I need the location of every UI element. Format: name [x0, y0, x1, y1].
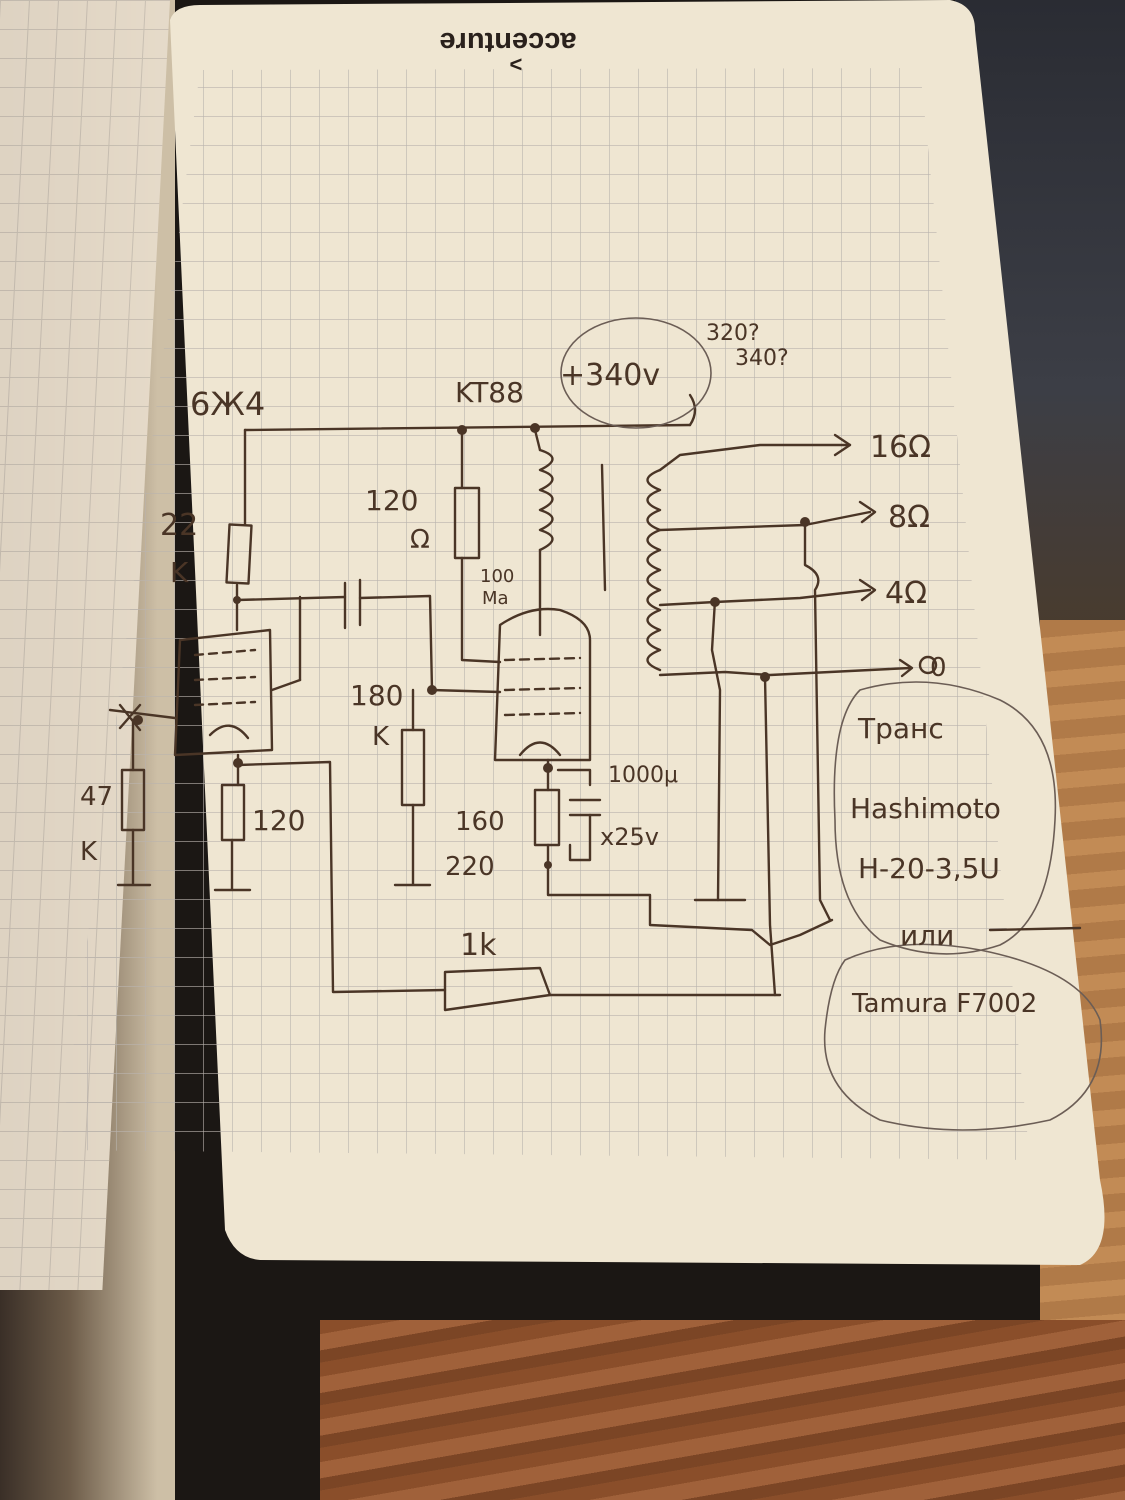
- label-r220: 220: [445, 852, 495, 882]
- label-r22k-unit: K: [170, 556, 189, 589]
- label-supply: +340v: [560, 358, 660, 393]
- label-r180k-unit: K: [372, 722, 390, 752]
- label-supply-q2: 340?: [735, 346, 789, 371]
- label-out-0: 0: [930, 653, 947, 683]
- brand-mark: >: [510, 52, 523, 77]
- label-r22k-value: 22: [160, 508, 198, 543]
- label-trans: Транс: [857, 712, 944, 745]
- label-out-16: 16Ω: [870, 430, 931, 465]
- grid-area: [60, 68, 1030, 1160]
- wooden-table: [320, 1320, 1125, 1500]
- label-r47k-unit: K: [80, 837, 98, 867]
- brand-text: accenture: [439, 26, 576, 58]
- label-or: или: [900, 919, 954, 952]
- label-current-unit: Ma: [482, 588, 509, 609]
- label-trans-brand: Hashimoto: [850, 792, 1001, 825]
- schematic-labels: 6Ж4 KT88 +340v 320? 340? 22 K 120 Ω 100 …: [80, 321, 1037, 1019]
- label-r47k-value: 47: [80, 782, 113, 812]
- label-r120-cathode: 120: [252, 804, 305, 837]
- label-r160: 160: [455, 807, 505, 837]
- label-alt-model: Tamura F7002: [851, 989, 1037, 1019]
- label-trans-model: H-20-3,5U: [858, 852, 1000, 885]
- label-r120-value: 120: [365, 484, 418, 517]
- label-out-4: 4Ω: [885, 576, 927, 611]
- label-r180k-value: 180: [350, 679, 403, 712]
- junction-dots: [133, 423, 810, 869]
- label-cap-value: 1000μ: [608, 763, 678, 788]
- label-tube1: 6Ж4: [190, 385, 265, 423]
- label-tube2: KT88: [455, 376, 524, 409]
- label-out-8: 8Ω: [888, 500, 930, 535]
- label-r120-unit: Ω: [410, 525, 430, 555]
- label-supply-q1: 320?: [706, 321, 760, 346]
- label-cap-voltage: x25v: [600, 823, 659, 851]
- label-pot-1k: 1k: [460, 928, 497, 963]
- label-current-value: 100: [480, 566, 514, 587]
- brand-logo: accenture >: [439, 26, 576, 77]
